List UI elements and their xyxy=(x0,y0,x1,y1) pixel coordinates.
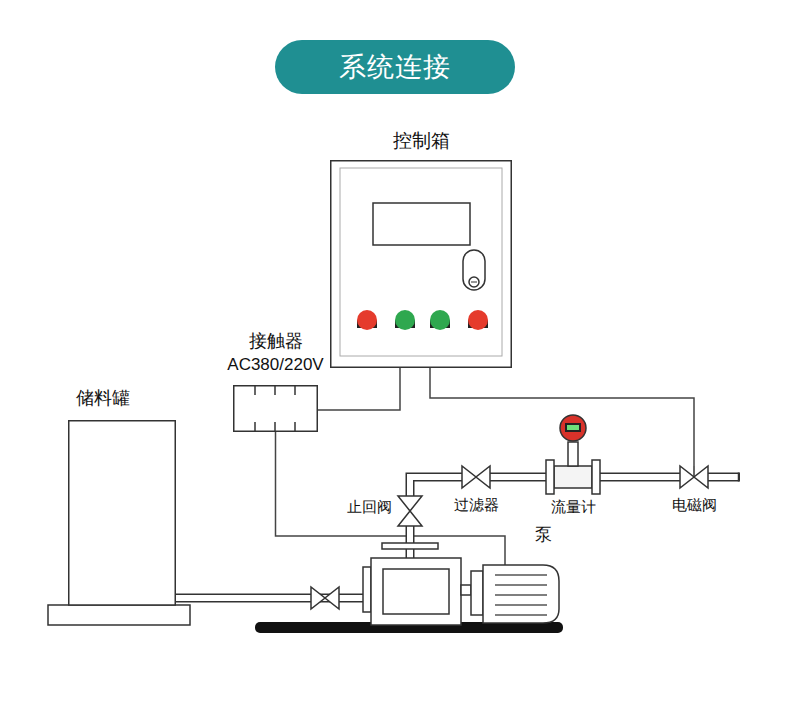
pipe-connector xyxy=(600,477,680,478)
node-label: 泵 xyxy=(535,525,565,545)
pump: 泵 xyxy=(363,555,563,625)
control-box-shape xyxy=(330,160,512,368)
wire-line xyxy=(276,432,506,565)
pipe-connector xyxy=(410,477,462,496)
pipe-connector xyxy=(410,526,411,558)
suction-valve xyxy=(311,587,339,609)
wire-line xyxy=(430,368,694,466)
node-label: 控制箱 xyxy=(330,130,512,153)
pipe-outline xyxy=(406,526,415,558)
pipe-outline xyxy=(600,473,680,482)
node-label: 接触器 xyxy=(193,331,358,353)
filter-shape xyxy=(462,466,490,488)
title-pill: 系统连接 xyxy=(275,40,515,94)
node-label: 储料罐 xyxy=(76,388,176,410)
pipe-inner xyxy=(490,474,546,480)
pipe-inner xyxy=(407,526,413,558)
title: 系统连接 xyxy=(339,49,451,85)
solenoid-valve-shape xyxy=(680,466,708,488)
wire-line xyxy=(318,368,400,410)
node-label: AC380/220V xyxy=(193,355,358,375)
filter: 过滤器 xyxy=(462,466,490,488)
pipe-connector xyxy=(490,477,546,478)
pipe-inner xyxy=(600,474,680,480)
pipe-outline xyxy=(490,473,546,482)
tank-base xyxy=(48,605,190,625)
solenoid-valve: 电磁阀 xyxy=(680,466,708,488)
pipe-stub-inner xyxy=(708,474,738,480)
storage-tank-shape xyxy=(68,420,176,605)
pipe-inner xyxy=(410,477,462,496)
wire-connector xyxy=(276,432,506,565)
pipe-end xyxy=(738,473,740,482)
pump-shape xyxy=(363,555,563,625)
check-valve-shape xyxy=(398,496,422,526)
node-label: 止回阀 xyxy=(334,498,392,516)
wire-connector xyxy=(318,368,400,410)
node-label: 流量计 xyxy=(533,498,613,516)
contactor-box-shape xyxy=(233,385,318,432)
contactor-box: 接触器AC380/220V xyxy=(233,385,318,432)
node-label: 过滤器 xyxy=(446,496,506,514)
flow-meter: 流量计 xyxy=(546,460,600,494)
wire-connector xyxy=(430,368,694,466)
control-box: 控制箱 xyxy=(330,160,512,368)
storage-tank: 储料罐 xyxy=(68,420,176,605)
pipe-stub xyxy=(708,473,740,482)
outlet-flange xyxy=(382,543,438,549)
node-label: 电磁阀 xyxy=(664,496,724,514)
check-valve: 止回阀 xyxy=(398,496,422,526)
flow-meter-shape xyxy=(546,460,600,494)
pipe-outline xyxy=(410,477,462,496)
